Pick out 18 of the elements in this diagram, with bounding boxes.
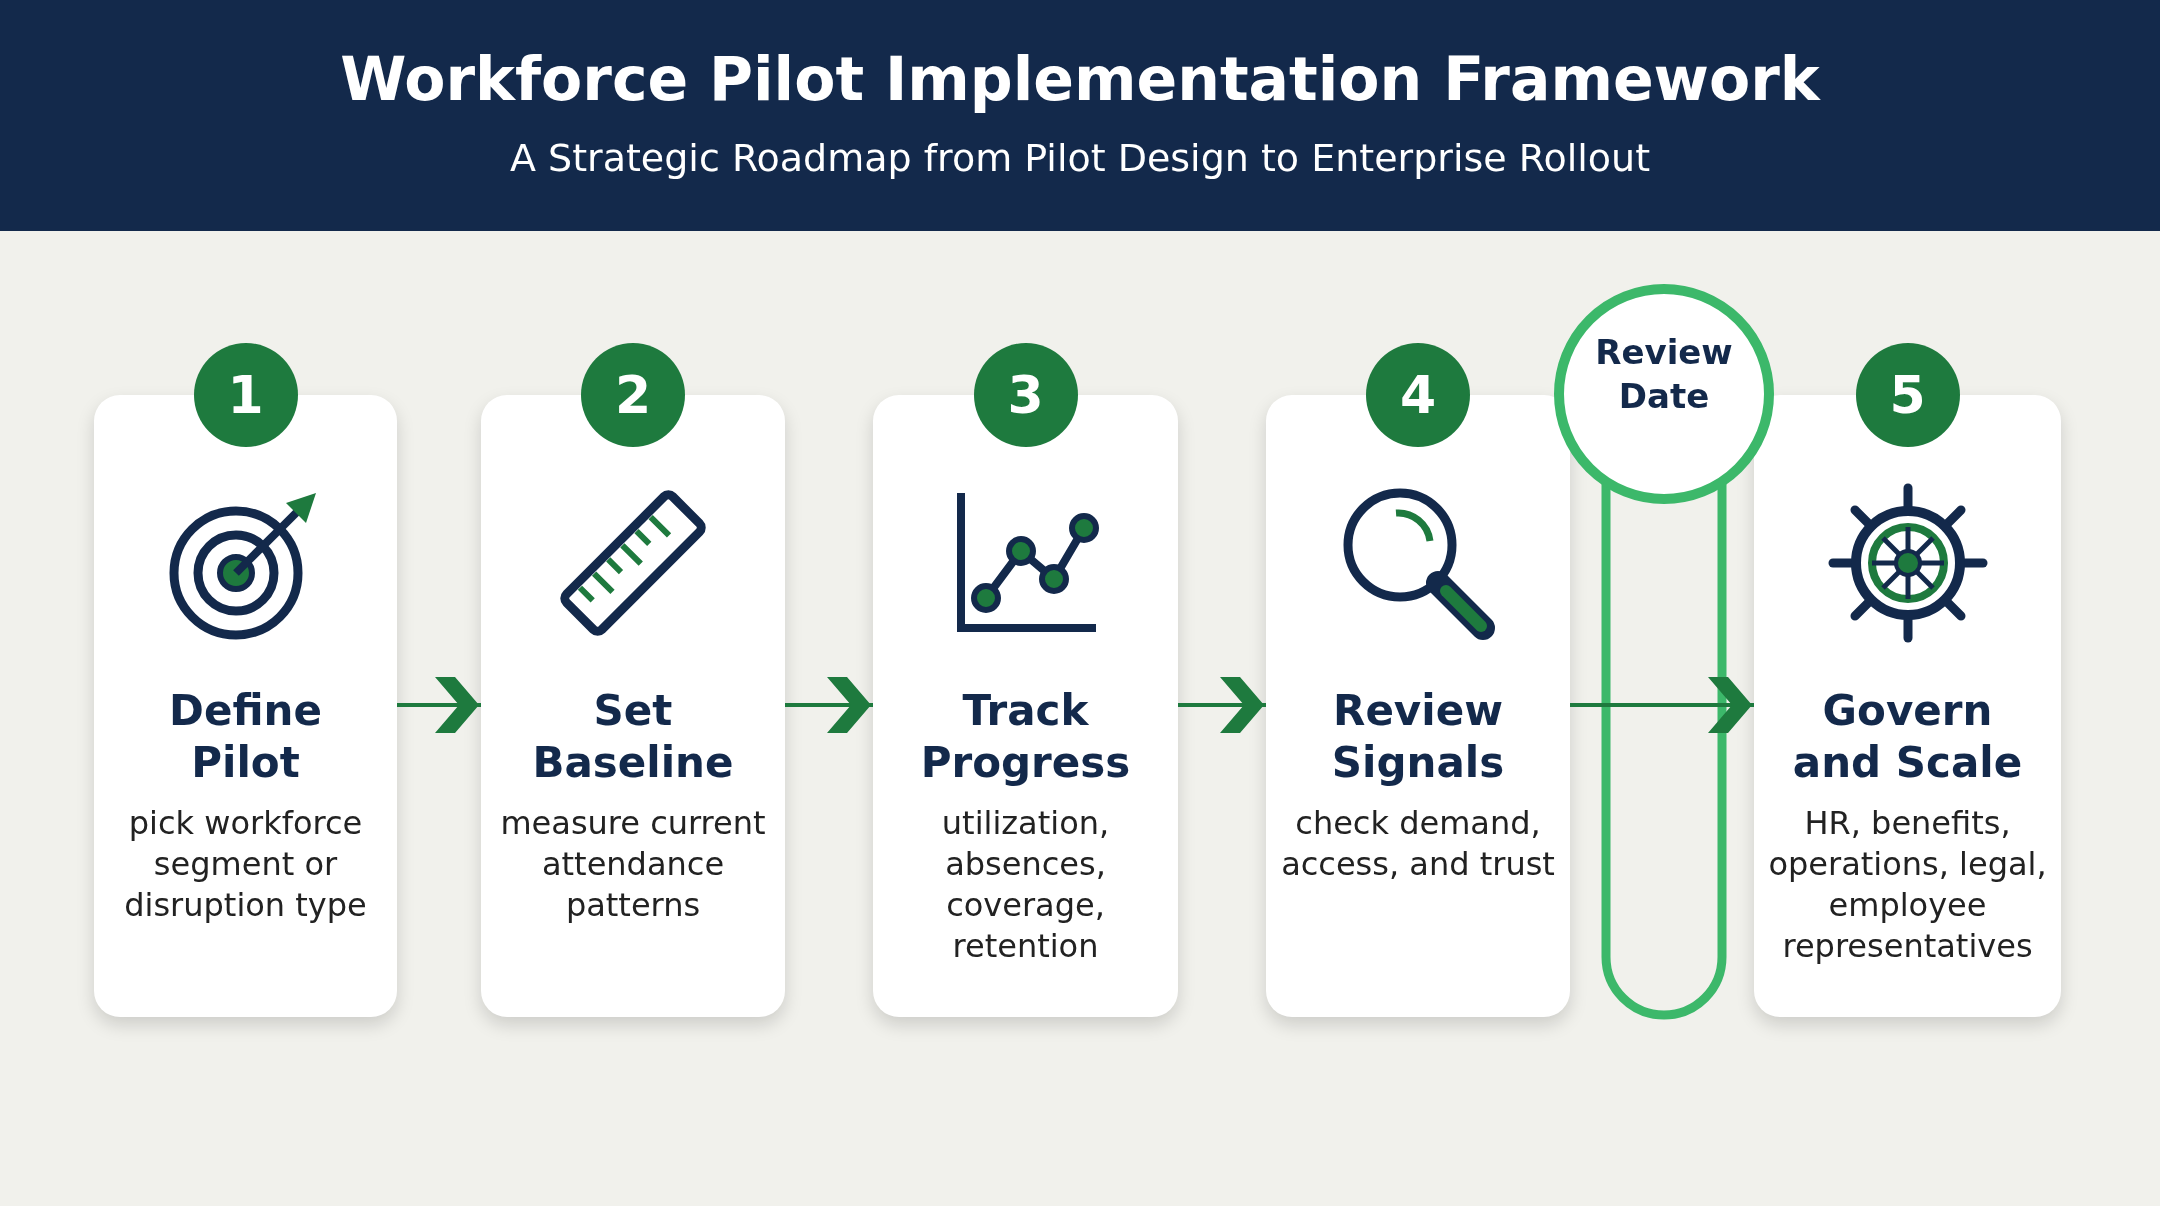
title: Workforce Pilot Implementation Framework [339, 44, 1822, 114]
step-title: Govern and Scale [1791, 685, 2024, 789]
step-description: utilization, absences, coverage, retention [940, 803, 1111, 967]
step-number-badge: 5 [1855, 343, 1960, 447]
step-title: Review Signals [1330, 685, 1506, 789]
subtitle: A Strategic Roadmap from Pilot Design to Enterprise Rollout [508, 136, 1652, 180]
step-number-badge: 2 [581, 343, 685, 447]
step-title: Define Pilot [168, 685, 323, 789]
step-description: pick workforce segment or disruption type [123, 803, 368, 926]
step-number-badge: 4 [1366, 343, 1470, 447]
milestone-label: Review Date [1594, 331, 1734, 418]
step-title: Track Progress [919, 685, 1132, 789]
step-number-badge: 1 [193, 343, 298, 447]
step-title: Set Baseline [531, 685, 735, 789]
step-description: measure current attendance patterns [499, 803, 767, 926]
step-number-badge: 3 [973, 343, 1078, 447]
step-description: check demand, access, and trust [1280, 803, 1556, 885]
step-description: HR, benefits, operations, legal, employee representatives [1768, 803, 2047, 967]
